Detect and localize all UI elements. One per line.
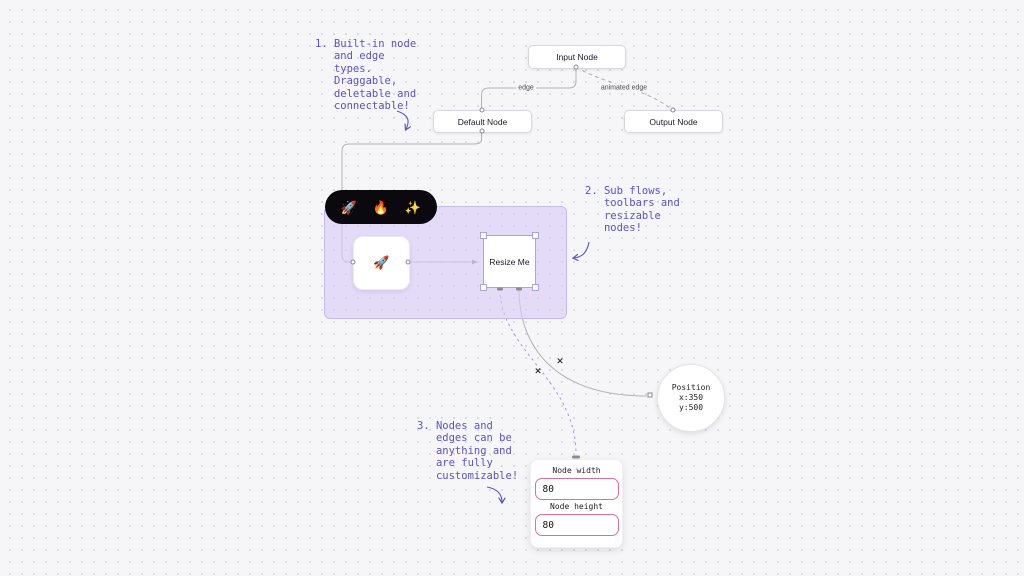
resize-handle-top-right[interactable] (532, 232, 539, 239)
animated-edge-label: animated edge (598, 83, 650, 93)
note2-arrow-icon (574, 241, 590, 258)
resize-node[interactable]: Resize Me (480, 232, 539, 291)
node-height-label: Node height (550, 502, 603, 511)
output-node-target-handle[interactable] (670, 107, 675, 113)
rocket-emoji-button[interactable]: 🚀 (340, 199, 358, 215)
resize-node-source-handle-right[interactable] (516, 287, 522, 291)
fire-emoji-button[interactable]: 🔥 (372, 199, 390, 215)
position-node-x: x:350 (678, 393, 704, 402)
edge-delete-button[interactable]: × (534, 366, 542, 377)
input-node-source-handle[interactable] (573, 64, 579, 70)
default-node-label: Default Node (457, 116, 508, 127)
note-customizable: 3. Nodes and edges can be anything and a… (417, 420, 519, 482)
position-node-target-handle[interactable] (647, 392, 653, 398)
dimensions-node[interactable]: Node width Node height (530, 459, 623, 548)
edge-label: edge (516, 83, 536, 93)
node-width-label: Node width (552, 466, 601, 475)
input-node-label: Input Node (556, 52, 598, 62)
position-node-title: Position (671, 383, 711, 392)
node-toolbar: 🚀 🔥 ✨ (325, 190, 437, 224)
resize-handle-top-left[interactable] (480, 232, 487, 239)
note1-arrow-icon (396, 110, 408, 129)
resize-node-label: Resize Me (489, 256, 530, 267)
rocket-emoji-icon: 🚀 (373, 255, 390, 270)
resize-handle-bottom-left[interactable] (480, 284, 487, 291)
node-height-input[interactable] (534, 514, 619, 536)
node-width-input[interactable] (534, 478, 619, 500)
resize-handle-bottom-right[interactable] (532, 284, 539, 291)
note-built-in-nodes: 1. Built-in node and edge types. Draggab… (315, 38, 417, 113)
note3-arrow-icon (486, 486, 502, 502)
position-node-y: y:500 (678, 403, 704, 412)
emoji-node-source-handle[interactable] (405, 259, 411, 265)
output-node-label: Output Node (649, 116, 698, 127)
note-subflows: 2. Sub flows, toolbars and resizable nod… (585, 185, 680, 235)
emoji-node[interactable]: 🚀 (353, 236, 410, 290)
edge-delete-button[interactable]: × (556, 356, 564, 367)
position-node[interactable]: Position x:350 y:500 (657, 364, 725, 432)
emoji-node-target-handle[interactable] (350, 259, 356, 265)
output-node[interactable]: Output Node (624, 110, 723, 133)
sparkles-emoji-button[interactable]: ✨ (404, 199, 422, 215)
dimensions-node-target-handle[interactable] (572, 455, 580, 459)
default-node-source-handle[interactable] (479, 128, 484, 134)
resize-node-source-handle-left[interactable] (497, 287, 503, 291)
default-node-target-handle[interactable] (479, 107, 484, 113)
